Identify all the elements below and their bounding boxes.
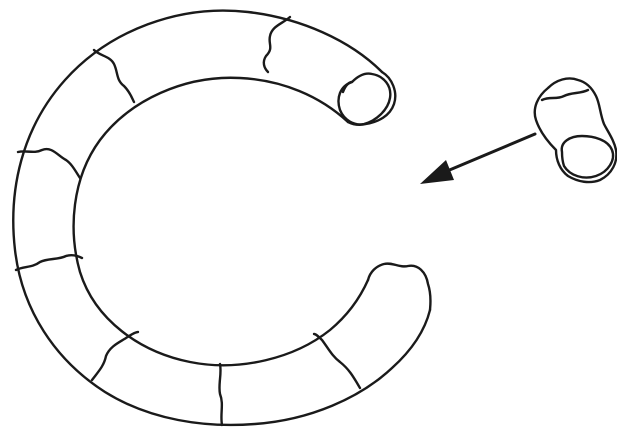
seam-2: [94, 50, 134, 102]
ring-inner-edge: [74, 78, 368, 365]
seam-7: [314, 334, 360, 388]
seam-1: [264, 17, 290, 72]
seam-4: [16, 255, 82, 270]
seam-6: [219, 364, 222, 425]
fragment-top-edge: [542, 90, 588, 100]
open-ring: [13, 11, 430, 425]
arrow-shaft: [440, 134, 535, 174]
insertion-arrow: [420, 134, 535, 184]
seam-3: [18, 149, 80, 178]
fragment-bottom-face: [562, 136, 613, 178]
arrow-head-icon: [420, 160, 454, 184]
ring-top-end: [339, 72, 396, 125]
ring-bottom-end: [368, 264, 431, 310]
loose-segment: [535, 78, 617, 182]
